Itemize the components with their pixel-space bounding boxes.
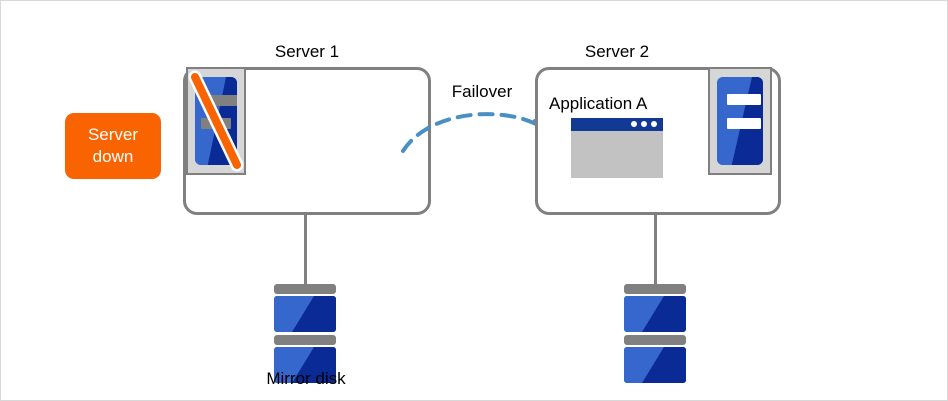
disk-stack-icon [274, 284, 336, 383]
failover-label: Failover [451, 82, 513, 101]
server2-indicator-bar-top [727, 94, 761, 105]
app-window-dot-1 [631, 121, 637, 127]
disk-platter-lower-2 [624, 347, 686, 383]
connector-server2-to-disk [654, 213, 657, 287]
disk-platter-shading [624, 347, 686, 383]
server-online-icon [708, 67, 772, 175]
status-badge-line1: Server [87, 125, 139, 145]
disk-platter-shading [274, 296, 336, 332]
app-window-dots [631, 121, 657, 127]
disk-cap-top-2 [624, 284, 686, 294]
server2-title: Server 2 [584, 42, 650, 61]
server1-title: Server 1 [274, 42, 340, 61]
server2-rack-body [717, 77, 763, 165]
app-window-dot-3 [651, 121, 657, 127]
status-badge-line2: down [92, 147, 134, 166]
server1-indicator-bar-top [209, 95, 237, 106]
disk-platter-upper-2 [624, 296, 686, 332]
server1-indicator-bar-bottom [201, 118, 231, 129]
connector-server1-to-disk [304, 213, 307, 287]
server1-rack-body [195, 77, 237, 165]
server2-indicator-bar-bottom [727, 118, 761, 129]
server-offline-icon [186, 67, 246, 175]
mirror-disk-label: Mirror disk [266, 369, 346, 388]
application-window-icon [571, 118, 663, 178]
disk-platter-shading [274, 347, 336, 383]
disk-cap-top-1 [274, 284, 336, 294]
app-window-titlebar [571, 118, 663, 131]
application-a-label: Application A [549, 94, 648, 113]
status-badge-server-down: Server down [65, 113, 161, 179]
disk-cap-middle-2 [624, 335, 686, 345]
disk-platter-upper-1 [274, 296, 336, 332]
disk-platter-lower-1 [274, 347, 336, 383]
disk-stack-icon [624, 284, 686, 383]
disk-cap-middle-1 [274, 335, 336, 345]
app-window-body [571, 131, 663, 178]
disk-platter-shading [624, 296, 686, 332]
app-window-dot-2 [641, 121, 647, 127]
